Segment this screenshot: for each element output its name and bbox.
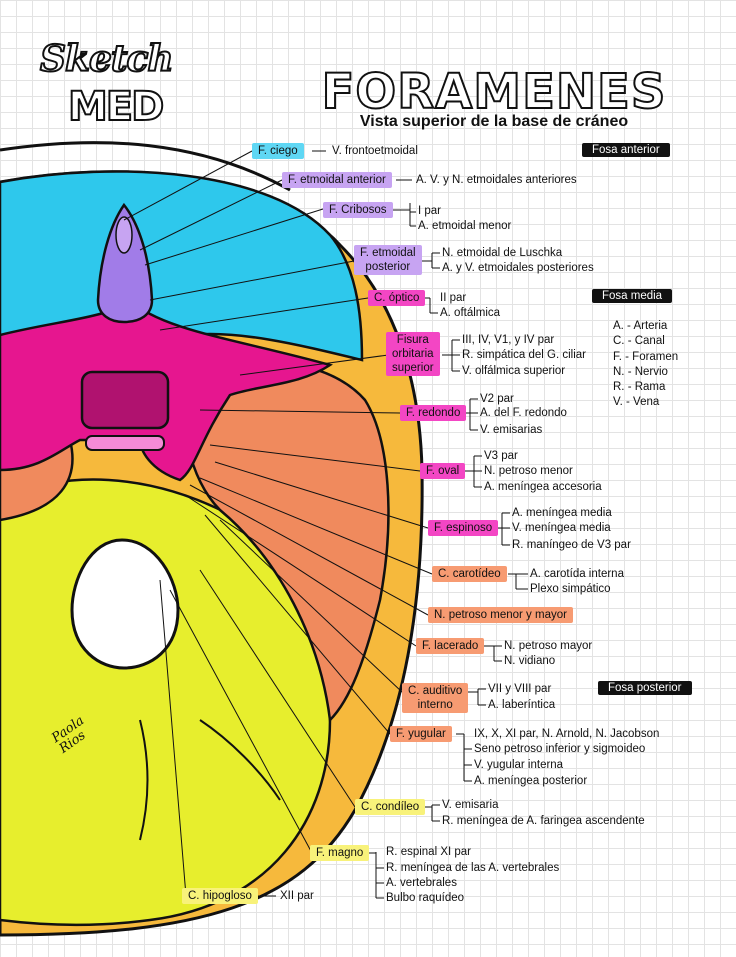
label-f-yugular: F. yugular xyxy=(390,726,452,742)
legend-item: N. - Nervio xyxy=(613,365,668,378)
label-f-magno: F. magno xyxy=(310,845,370,861)
desc-item: Plexo simpático xyxy=(530,583,611,595)
label-c-hipogloso: C. hipogloso xyxy=(182,888,258,904)
desc-item: R. meníngea de A. faringea ascendente xyxy=(442,815,645,827)
desc-item: R. simpática del G. ciliar xyxy=(462,349,586,361)
desc-item: Seno petroso inferior y sigmoideo xyxy=(474,743,646,755)
desc-item: V. emisaria xyxy=(442,799,499,811)
lamina-cribosa xyxy=(96,202,154,324)
foramen-magno-hueco xyxy=(70,538,180,670)
label-fisura-orbitaria-superior: Fisura orbitaria superior xyxy=(386,332,440,376)
desc-item: V. meníngea media xyxy=(512,522,611,534)
label-f-etmoidal-anterior: F. etmoidal anterior xyxy=(282,172,392,188)
label-f-ciego: F. ciego xyxy=(252,143,304,159)
label-c-carotideo: C. carotídeo xyxy=(432,566,507,582)
desc-item: IX, X, XI par, N. Arnold, N. Jacobson xyxy=(474,728,660,740)
desc-item: A. meníngea accesoria xyxy=(484,481,602,493)
desc-item: V2 par xyxy=(480,393,514,405)
abbreviation-legend: A. - Arteria C. - Canal F. - Foramen N. … xyxy=(613,319,678,411)
legend-item: A. - Arteria xyxy=(613,320,668,332)
desc-item: A. meníngea posterior xyxy=(474,775,588,787)
desc-item: XII par xyxy=(280,890,314,902)
desc-item: V. yugular interna xyxy=(474,759,564,771)
label-f-cribosos: F. Cribosos xyxy=(323,202,393,218)
desc-item: II par xyxy=(440,292,467,304)
legend-item: R. - Rama xyxy=(613,381,666,394)
label-c-auditivo-interno: C. auditivo interno xyxy=(402,683,469,713)
desc-item: V3 par xyxy=(484,450,518,462)
desc-item: V. frontoetmoidal xyxy=(332,145,418,157)
page-subtitle: Vista superior de la base de cráneo xyxy=(359,113,629,130)
desc-item: A. meníngea media xyxy=(512,507,612,519)
label-f-redondo: F. redondo xyxy=(400,405,467,421)
desc-item: N. etmoidal de Luschka xyxy=(442,247,563,259)
sketchmed-logo: Sketch MED xyxy=(39,37,180,134)
desc-item: N. petroso menor xyxy=(484,465,573,477)
desc-item: V. olfálmica superior xyxy=(462,365,566,377)
label-f-etmoidal-posterior: F. etmoidal posterior xyxy=(354,245,422,275)
desc-item: A. oftálmica xyxy=(440,307,501,319)
desc-item: I par xyxy=(418,205,442,217)
desc-item: N. petroso mayor xyxy=(504,640,593,652)
legend-item: F. - Foramen xyxy=(613,350,679,363)
label-c-optico: C. óptico xyxy=(368,290,426,306)
legend-item: C. - Canal xyxy=(613,335,665,348)
tag-fosa-posterior: Fosa posterior xyxy=(598,681,692,695)
tag-fosa-media: Fosa media xyxy=(592,289,673,303)
desc-item: R. espinal XI par xyxy=(386,846,472,858)
desc-item: Bulbo raquídeo xyxy=(386,892,465,904)
desc-item: A. del F. redondo xyxy=(480,407,567,419)
desc-item: A. vertebrales xyxy=(386,877,457,889)
desc-item: A. laberíntica xyxy=(488,699,556,711)
desc-item: A. carotída interna xyxy=(530,568,624,580)
page-title: FORAMENES xyxy=(321,63,667,121)
desc-item: A. y V. etmoidales posteriores xyxy=(442,262,594,274)
label-f-espinoso: F. espinoso xyxy=(428,520,499,536)
desc-item: R. meníngea de las A. vertebrales xyxy=(386,862,560,874)
desc-item: A. etmoidal menor xyxy=(418,220,512,232)
label-n-petroso-menor-mayor: N. petroso menor y mayor xyxy=(428,607,573,623)
desc-item: V. emisarias xyxy=(480,424,543,436)
fosa-media-derecha xyxy=(182,357,390,723)
desc-item: A. V. y N. etmoidales anteriores xyxy=(416,174,577,186)
desc-item: N. vidiano xyxy=(504,655,556,667)
label-c-condileo: C. condíleo xyxy=(355,799,426,815)
label-f-oval: F. oval xyxy=(420,463,466,479)
logo-line-1: Sketch xyxy=(39,37,175,81)
desc-item: VII y VIII par xyxy=(488,683,552,695)
label-f-lacerado: F. lacerado xyxy=(416,638,485,654)
desc-item: R. maníngeo de V3 par xyxy=(512,539,631,551)
logo-line-2: MED xyxy=(67,83,165,131)
desc-item: III, IV, V1, y IV par xyxy=(462,334,555,346)
legend-item: V. - Vena xyxy=(613,396,660,409)
tag-fosa-anterior: Fosa anterior xyxy=(582,143,670,157)
